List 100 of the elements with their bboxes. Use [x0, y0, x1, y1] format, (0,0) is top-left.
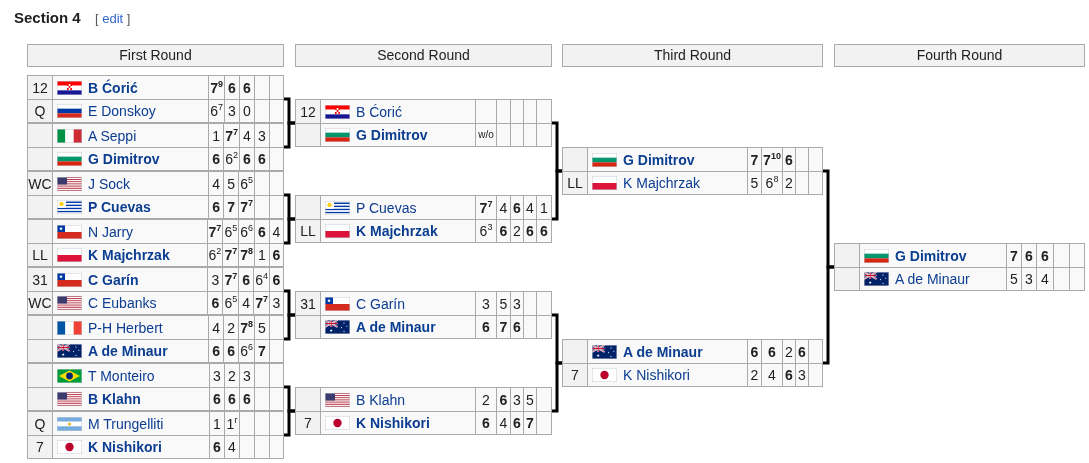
round-header: First Round: [27, 44, 284, 67]
seed-label: Q: [28, 100, 53, 122]
player-name: G Dimitrov: [88, 151, 160, 167]
set-score: 6: [513, 199, 521, 216]
set-score: 4: [768, 367, 776, 383]
seed-label: 12: [28, 76, 53, 99]
player-name: C Eubanks: [88, 295, 157, 311]
player-row: [28, 99, 283, 122]
match-box: [295, 99, 552, 147]
player-row: [296, 388, 551, 411]
set-score: 6$^{8}$: [765, 175, 779, 191]
set-score: 2: [227, 319, 236, 336]
set-score: 2: [750, 367, 759, 383]
set-score: 6: [212, 343, 221, 359]
player-row: [28, 195, 283, 218]
set-score: 6$^{7}$: [210, 103, 223, 119]
set-score: 5: [750, 175, 759, 191]
set-score: 6: [258, 151, 266, 167]
player-row: [835, 244, 1084, 267]
seed-label: 12: [296, 100, 321, 123]
set-score: 3: [1025, 271, 1033, 287]
set-score: 6: [228, 391, 236, 407]
set-score: 6$^{2}$: [225, 151, 238, 167]
player-row: [296, 123, 551, 146]
player-row: [296, 100, 551, 123]
set-score: 6$^{5}$: [240, 175, 253, 192]
set-score: 6: [228, 79, 236, 96]
player-name: K Nishikori: [88, 439, 162, 455]
player-row: [28, 412, 283, 435]
player-row: [28, 435, 283, 458]
match-box: [27, 171, 284, 219]
match-box: [295, 387, 552, 435]
seed-label: WC: [28, 292, 53, 314]
player-name: B Klahn: [356, 391, 406, 408]
player-row: [835, 267, 1084, 290]
player-name: A de Minaur: [623, 343, 703, 360]
player-row: [28, 220, 283, 243]
set-score: 7$^{7}$: [208, 223, 222, 240]
match-box: [27, 267, 284, 315]
set-score: 1: [213, 415, 221, 432]
player-row: [28, 172, 283, 195]
set-score: 6$^{6}$: [240, 343, 253, 359]
set-score: 6: [258, 223, 266, 240]
set-score: 6: [272, 271, 281, 288]
match-box: [834, 243, 1085, 291]
set-score: 5: [499, 295, 508, 312]
set-score: 2: [513, 223, 521, 239]
set-score: 7$^{7}$: [479, 199, 493, 216]
match-box: [27, 219, 284, 267]
player-name: E Donskoy: [88, 103, 156, 119]
seed-label: 7: [28, 436, 53, 458]
set-score: 7$^{9}$: [210, 79, 223, 96]
set-score: 6$^{6}$: [240, 223, 253, 240]
seed-label: LL: [28, 244, 53, 266]
set-score: 6: [243, 79, 251, 96]
set-score: 7$^{7}$: [240, 199, 253, 215]
player-row: [28, 243, 283, 266]
set-score: 5: [1010, 271, 1018, 287]
bracket-line: [552, 121, 562, 173]
bracket-line: [552, 169, 562, 221]
set-score: 4: [1041, 271, 1049, 287]
set-score: 6: [213, 391, 221, 407]
seed-label: 7: [296, 412, 321, 434]
walkover-label: w/o: [478, 128, 494, 142]
player-row: [28, 339, 283, 362]
set-score: 1: [540, 199, 548, 216]
edit-link: [ edit ]: [95, 10, 131, 28]
player-name: B Klahn: [88, 391, 141, 407]
match-box: [27, 363, 284, 411]
player-name: N Jarry: [88, 223, 134, 240]
player-row: [296, 292, 551, 315]
set-score: 4: [242, 295, 251, 311]
set-score: 7: [499, 319, 508, 335]
bracket-line: [823, 265, 834, 365]
set-score: 7$^{8}$: [240, 319, 253, 336]
set-score: 3: [482, 295, 490, 312]
set-score: 3: [213, 367, 221, 384]
set-score: 6: [272, 247, 281, 263]
set-score: 3: [513, 295, 521, 312]
match-box: [562, 339, 823, 387]
set-score: 5: [227, 175, 236, 192]
set-score: 4: [499, 415, 508, 431]
set-score: 4: [228, 439, 236, 455]
round-header: Third Round: [562, 44, 823, 67]
player-row: [28, 316, 283, 339]
set-score: 4: [212, 319, 221, 336]
set-score: 6$^{3}$: [479, 223, 493, 239]
set-score: 6: [227, 343, 236, 359]
player-name: C Garín: [356, 295, 405, 312]
set-score: 6: [785, 367, 793, 383]
player-name: P Cuevas: [356, 199, 417, 216]
set-score: 7$^{7}$: [224, 247, 238, 263]
set-score: 1: [212, 127, 221, 144]
set-score: 7$^{7}$: [224, 271, 238, 288]
player-name: K Majchrzak: [88, 247, 170, 263]
player-name: P-H Herbert: [88, 319, 163, 336]
player-name: K Majchrzak: [356, 223, 438, 239]
set-score: 5: [526, 391, 534, 408]
set-score: 6: [211, 295, 220, 311]
bracket-line: [552, 361, 562, 413]
